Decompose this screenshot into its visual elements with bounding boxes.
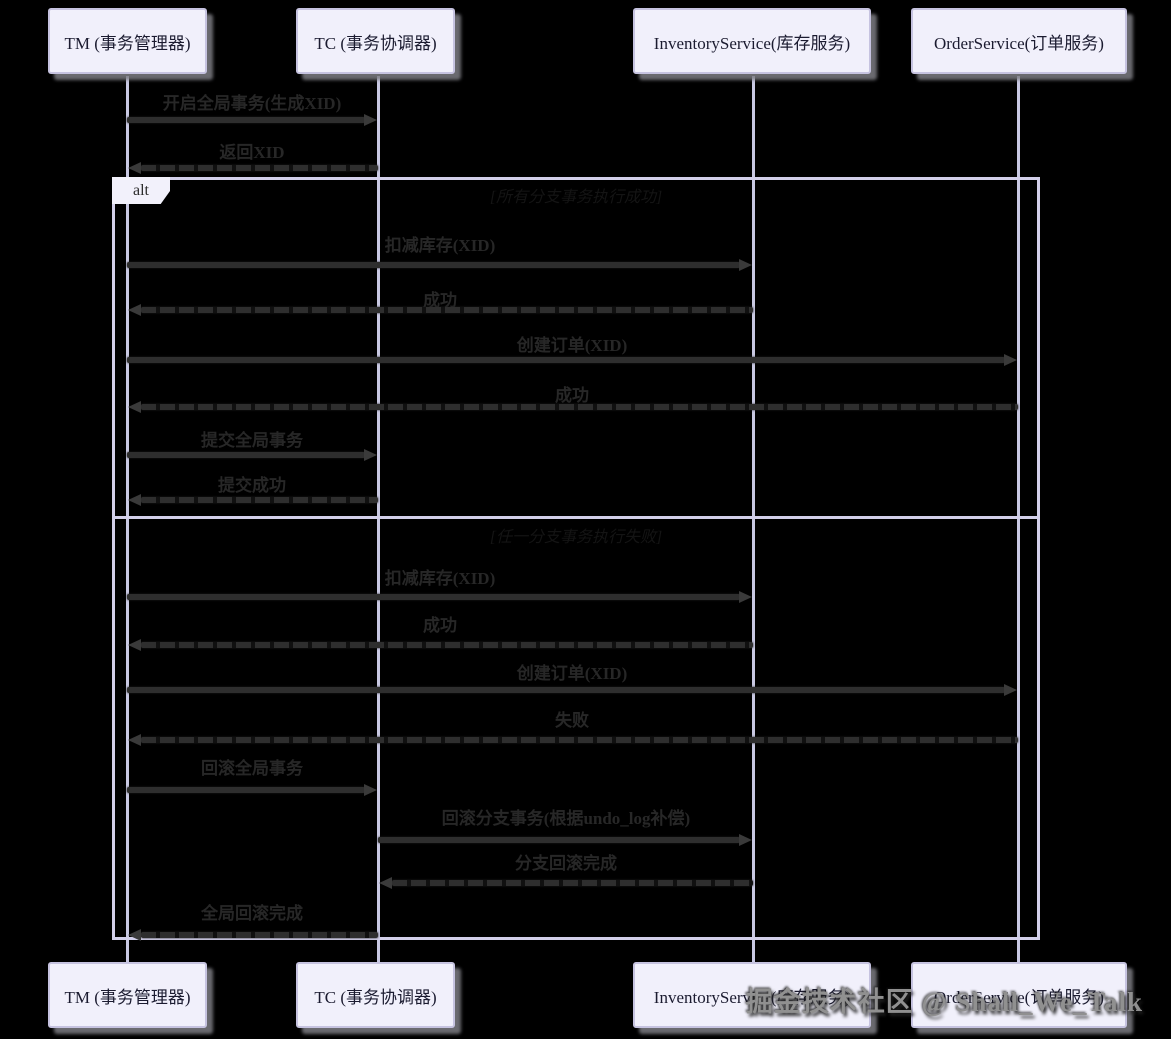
message-line bbox=[127, 357, 1005, 363]
arrowhead-right-icon bbox=[739, 259, 752, 271]
participant-box-inventory-bottom: InventoryService(库存服务) bbox=[633, 962, 871, 1028]
message-label: 回滚全局事务 bbox=[201, 759, 303, 778]
arrowhead-left-icon bbox=[128, 929, 141, 941]
alt-guard-failure: [任一分支事务执行失败] bbox=[489, 529, 663, 546]
lifeline-tc bbox=[377, 76, 380, 964]
lifeline-inventory bbox=[752, 76, 755, 964]
alt-else-divider bbox=[112, 516, 1040, 519]
message-line bbox=[127, 787, 365, 793]
lifeline-tm bbox=[126, 76, 129, 964]
message-line bbox=[127, 687, 1005, 693]
arrowhead-right-icon bbox=[364, 114, 377, 126]
message-line bbox=[127, 452, 365, 458]
participant-box-tc-top: TC (事务协调器) bbox=[296, 8, 455, 74]
alt-frame bbox=[112, 177, 1040, 940]
message-line bbox=[378, 837, 740, 843]
message-line bbox=[127, 594, 740, 600]
message-line bbox=[141, 642, 753, 648]
message-label: 成功 bbox=[423, 616, 457, 635]
message-label: 提交成功 bbox=[218, 476, 286, 495]
alt-frame-tab: alt bbox=[112, 177, 170, 204]
message-label: 成功 bbox=[423, 291, 457, 310]
message-label: 提交全局事务 bbox=[201, 431, 303, 450]
arrowhead-right-icon bbox=[364, 449, 377, 461]
message-label: 回滚分支事务(根据undo_log补偿) bbox=[441, 809, 691, 828]
message-line bbox=[141, 932, 378, 938]
arrowhead-right-icon bbox=[1004, 354, 1017, 366]
message-label: 全局回滚完成 bbox=[201, 904, 303, 923]
participant-box-order-top: OrderService(订单服务) bbox=[911, 8, 1127, 74]
message-line bbox=[141, 165, 378, 171]
message-label: 扣减库存(XID) bbox=[384, 569, 496, 588]
message-label: 成功 bbox=[555, 386, 589, 405]
message-label: 开启全局事务(生成XID) bbox=[162, 94, 342, 113]
message-line bbox=[392, 880, 753, 886]
message-label: 失败 bbox=[555, 711, 589, 730]
participant-box-order-bottom: OrderService(订单服务) bbox=[911, 962, 1127, 1028]
message-line bbox=[127, 262, 740, 268]
participant-box-tc-bottom: TC (事务协调器) bbox=[296, 962, 455, 1028]
arrowhead-right-icon bbox=[739, 591, 752, 603]
arrowhead-right-icon bbox=[364, 784, 377, 796]
participant-box-tm-top: TM (事务管理器) bbox=[48, 8, 207, 74]
alt-guard-success: [所有分支事务执行成功] bbox=[489, 189, 663, 206]
arrowhead-left-icon bbox=[128, 639, 141, 651]
message-label: 返回XID bbox=[219, 143, 285, 162]
message-line bbox=[141, 307, 753, 313]
message-label: 创建订单(XID) bbox=[516, 336, 628, 355]
message-line bbox=[141, 737, 1018, 743]
arrowhead-right-icon bbox=[1004, 684, 1017, 696]
message-label: 扣减库存(XID) bbox=[384, 236, 496, 255]
message-line bbox=[141, 497, 378, 503]
arrowhead-left-icon bbox=[128, 304, 141, 316]
message-label: 创建订单(XID) bbox=[516, 664, 628, 683]
message-line bbox=[141, 404, 1018, 410]
arrowhead-right-icon bbox=[739, 834, 752, 846]
participant-box-inventory-top: InventoryService(库存服务) bbox=[633, 8, 871, 74]
message-line bbox=[127, 117, 365, 123]
arrowhead-left-icon bbox=[128, 401, 141, 413]
arrowhead-left-icon bbox=[379, 877, 392, 889]
watermark: 掘金技术社区 @ Shall_We_Talk bbox=[745, 987, 1143, 1017]
arrowhead-left-icon bbox=[128, 162, 141, 174]
arrowhead-left-icon bbox=[128, 734, 141, 746]
arrowhead-left-icon bbox=[128, 494, 141, 506]
participant-box-tm-bottom: TM (事务管理器) bbox=[48, 962, 207, 1028]
message-label: 分支回滚完成 bbox=[515, 854, 617, 873]
lifeline-order bbox=[1017, 76, 1020, 964]
